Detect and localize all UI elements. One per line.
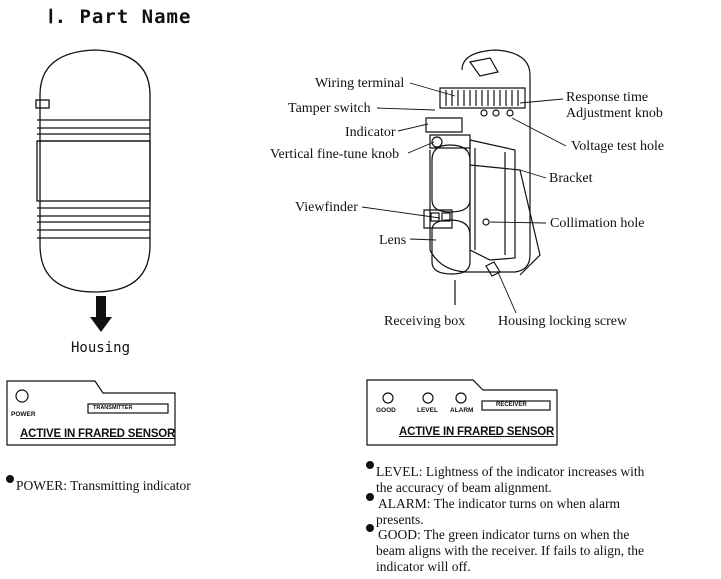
level-description-line1: LEVEL: Lightness of the indicator increa… <box>376 464 645 479</box>
callout-indicator: Indicator <box>345 125 396 140</box>
transmitter-tag: TRANSMITTER <box>93 405 133 411</box>
callout-lens: Lens <box>379 233 407 248</box>
callout-response-time: Response time <box>566 90 649 105</box>
housing-label: Housing <box>71 340 131 356</box>
callout-tamper-switch: Tamper switch <box>288 101 371 116</box>
bullet-icon <box>366 524 374 532</box>
power-indicator-label: POWER <box>11 411 36 418</box>
callout-receiving-box: Receiving box <box>384 314 466 329</box>
alarm-indicator-label: ALARM <box>450 407 474 414</box>
level-description-line2: the accuracy of beam alignment. <box>376 480 552 495</box>
level-indicator-label: LEVEL <box>417 407 438 414</box>
good-description-line2: beam aligns with the receiver. If fails … <box>376 543 645 558</box>
receiver-tag: RECEIVER <box>496 402 527 408</box>
receiver-sensor-title: ACTIVE IN FRARED SENSOR <box>399 426 555 438</box>
section-heading: Ⅰ. Part Name <box>48 6 192 28</box>
down-arrow-icon <box>90 296 112 332</box>
bullet-icon <box>366 461 374 469</box>
good-description-line3: indicator will off. <box>376 559 471 574</box>
callout-wiring-terminal: Wiring terminal <box>315 76 405 91</box>
callout-adjustment-knob: Adjustment knob <box>566 106 663 121</box>
callout-leader-lines <box>361 82 567 314</box>
bullet-icon <box>366 493 374 501</box>
transmitter-sensor-title: ACTIVE IN FRARED SENSOR <box>20 428 176 440</box>
good-description-line1: GOOD: The green indicator turns on when … <box>378 527 630 542</box>
alarm-description-line1: ALARM: The indicator turns on when alarm <box>378 496 620 511</box>
callout-collimation: Collimation hole <box>550 216 645 231</box>
bullet-icon <box>6 475 14 483</box>
good-indicator-label: GOOD <box>376 407 396 414</box>
alarm-description-line2: presents. <box>376 512 424 527</box>
callout-voltage-test: Voltage test hole <box>571 139 665 154</box>
callout-bracket: Bracket <box>549 171 593 186</box>
callout-viewfinder: Viewfinder <box>295 200 358 215</box>
transmitter-panel-outline <box>6 380 176 446</box>
power-description: POWER: Transmitting indicator <box>16 478 191 493</box>
callout-housing-screw: Housing locking screw <box>498 314 628 329</box>
housing-illustration <box>35 49 151 293</box>
receiver-panel-outline <box>366 379 558 446</box>
receiver-unit-illustration <box>423 49 541 305</box>
callout-vertical-knob: Vertical fine-tune knob <box>270 147 400 162</box>
